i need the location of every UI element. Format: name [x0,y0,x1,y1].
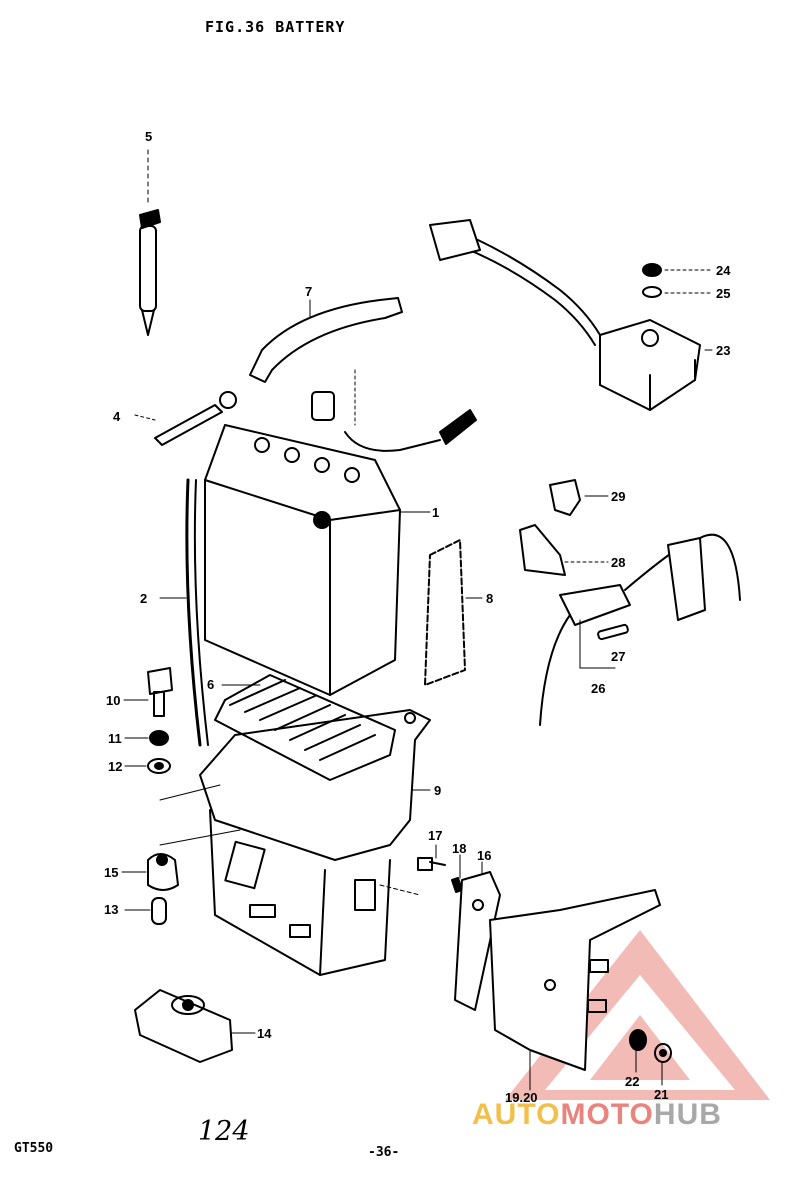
part-3-lead-wire [311,369,477,452]
part-13-collar [124,897,167,925]
callout-19-20: 19.20 [505,1090,538,1105]
callout-6: 6 [207,677,215,692]
callout-9: 9 [434,783,442,798]
part-6-ribbed-plate [214,674,396,781]
callout-25: 25 [716,286,731,301]
part-8-pad [424,539,483,686]
part-22-grommet [629,1029,647,1073]
handwritten-note: 124 [198,1116,250,1147]
part-9-battery-case [159,709,431,976]
model-label: GT550 [14,1141,54,1156]
part-17-screw [417,844,446,871]
watermark-logo-text: AUTOMOTOHUB [472,1098,722,1132]
part-26-fuse-holder [539,533,741,726]
callout-29: 29 [611,489,626,504]
part-1-battery [204,424,431,696]
part-23-regulator [429,219,713,411]
watermark-part-moto: MOTO [560,1098,654,1131]
callout-12: 12 [108,759,123,774]
callout-22: 22 [625,1074,640,1089]
callout-21: 21 [654,1087,669,1102]
callout-13: 13 [104,902,119,917]
callout-16: 16 [477,848,492,863]
callout-26: 26 [591,681,606,696]
part-16-bracket [379,861,501,1011]
callout-17: 17 [428,828,443,843]
watermark-part-hub: HUB [653,1098,722,1131]
part-21-grommet [654,1043,672,1086]
part-10-bolt [123,667,173,717]
page-number: -36- [368,1145,400,1160]
part-11-nut [124,730,169,746]
part-18-spring-washer [451,854,463,893]
callout-1: 1 [432,505,440,520]
callout-28: 28 [611,555,626,570]
part-19-20-frame-bracket [489,889,661,1091]
callout-8: 8 [486,591,494,606]
callout-10: 10 [106,693,121,708]
part-5-vent-plug [139,149,161,336]
part-24-nut [642,263,713,277]
part-14-cushion [134,989,256,1063]
callout-18: 18 [452,841,467,856]
part-25-washer [642,286,713,298]
callout-15: 15 [104,865,119,880]
callout-27: 27 [611,649,626,664]
callout-4: 4 [113,409,121,424]
callout-11: 11 [108,731,122,746]
part-15-rubber-mount [121,829,241,891]
part-29-clamp [549,479,609,516]
part-12-washer [124,758,171,774]
part-4-cable [134,391,237,446]
part-2-breather-tube [159,478,209,747]
figure-title: FIG.36 BATTERY [205,18,346,36]
callout-2: 2 [140,591,148,606]
part-28-bracket [519,524,609,576]
part-7-strap [249,297,403,383]
callout-7: 7 [305,284,313,299]
callout-5: 5 [145,129,153,144]
callout-14: 14 [257,1026,272,1041]
callout-23: 23 [716,343,731,358]
watermark-part-auto: AUTO [472,1098,561,1131]
part-27-fuse [597,623,629,641]
callout-24: 24 [716,263,731,278]
